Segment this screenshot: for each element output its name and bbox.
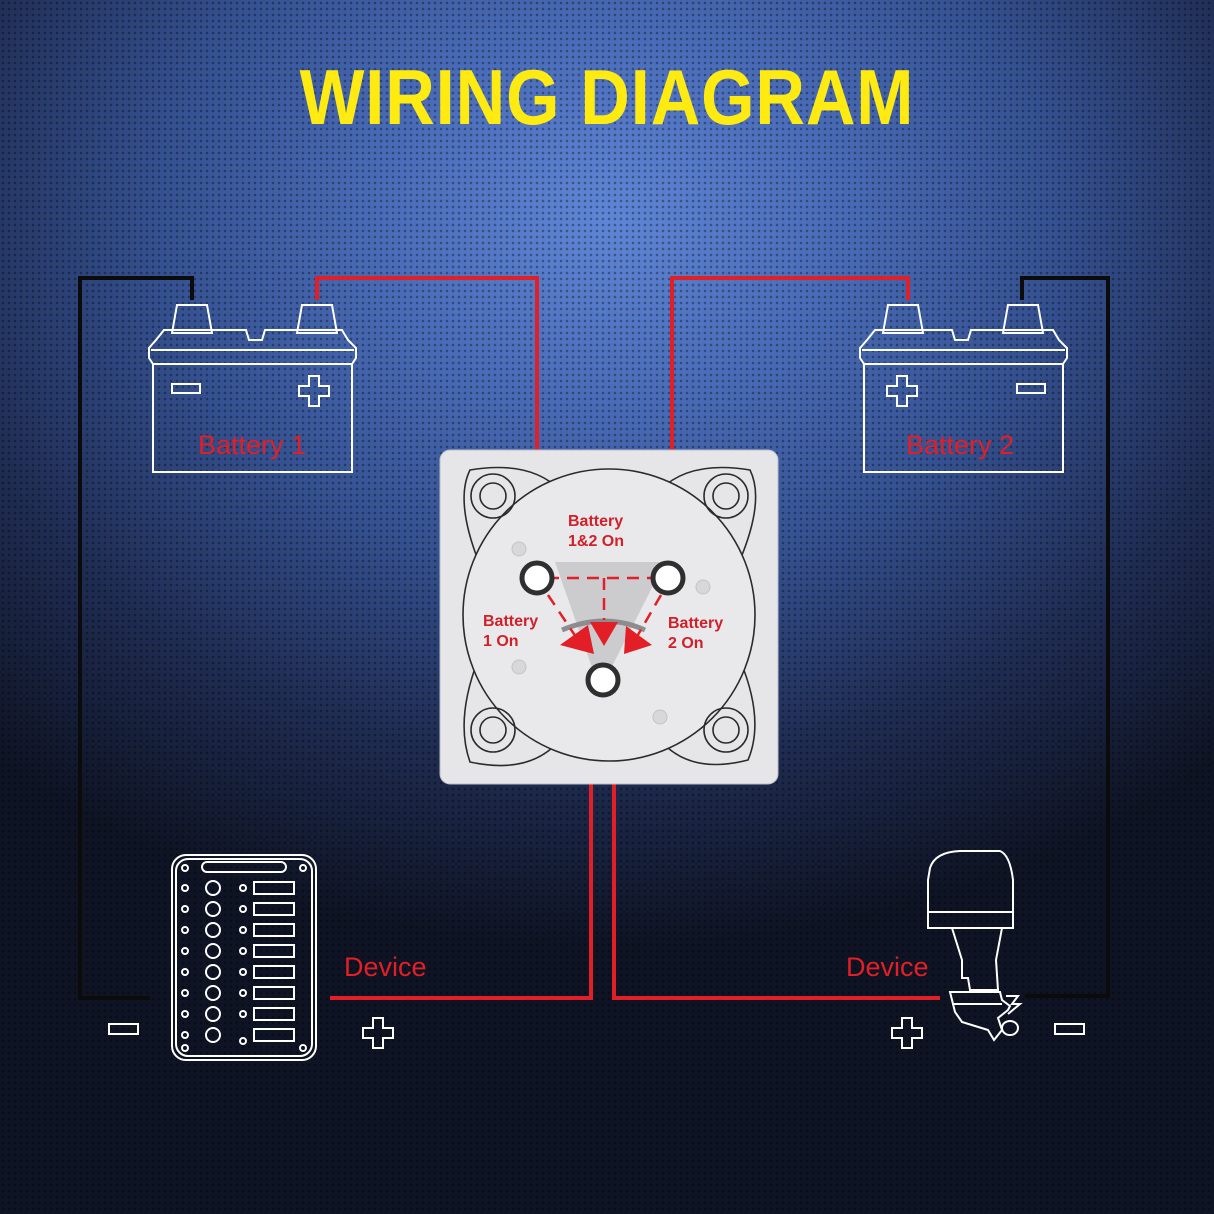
panel-fuse [205, 964, 221, 980]
outboard-motor-icon [927, 850, 1023, 1042]
panel-indicator [239, 1010, 247, 1018]
battery2-minus-icon [1016, 383, 1046, 394]
panel-switch [253, 1028, 295, 1042]
panel-fuse [205, 943, 221, 959]
device-left-plus-icon [362, 1017, 394, 1049]
switch-label-battery1: Battery 1 On [483, 612, 538, 652]
switch-panel-icon [171, 854, 317, 1061]
switch-label-battery2-line2: 2 On [668, 635, 704, 652]
battery1-negative-wire [78, 276, 194, 1000]
battery2-icon [859, 304, 1068, 473]
panel-led [181, 1031, 189, 1039]
panel-led [181, 905, 189, 913]
battery2-negative-wire [1020, 276, 1110, 998]
panel-indicator [239, 884, 247, 892]
panel-led [181, 947, 189, 955]
panel-fuse [205, 1027, 221, 1043]
negative-wires [78, 276, 1110, 1000]
terminal-common [585, 662, 621, 698]
switch-label-both-line2: 1&2 On [568, 533, 625, 550]
device-right-label: Device [846, 952, 929, 982]
device-left-minus-icon [108, 1023, 139, 1035]
panel-indicator [239, 947, 247, 955]
device-left-label: Device [344, 952, 427, 982]
switch-label-battery2-line1: Battery [668, 615, 724, 632]
panel-switch [253, 1007, 295, 1021]
panel-indicator [239, 905, 247, 913]
panel-switch [253, 944, 295, 958]
device-right-positive-wire [612, 690, 940, 1000]
battery1-minus-icon [171, 383, 201, 394]
terminal-battery1 [519, 560, 555, 596]
arrow-battery2-icon [624, 626, 652, 654]
battery2-plus-icon [886, 375, 918, 407]
panel-screw [299, 864, 307, 872]
panel-switch [253, 986, 295, 1000]
panel-fuse [205, 901, 221, 917]
panel-switch [253, 965, 295, 979]
switch-label-both: Battery 1&2 On [568, 512, 624, 552]
panel-fuse [205, 880, 221, 896]
battery1-icon [148, 304, 357, 473]
panel-switch [253, 881, 295, 895]
panel-indicator [239, 1037, 247, 1045]
switch-label-battery1-line1: Battery [483, 613, 539, 630]
panel-led [181, 926, 189, 934]
panel-fuse [205, 985, 221, 1001]
device-right-minus-icon [1054, 1023, 1085, 1035]
battery1-positive-wire [315, 276, 539, 565]
panel-screw [299, 1044, 307, 1052]
panel-indicator [239, 926, 247, 934]
panel-led [181, 884, 189, 892]
switch-label-battery1-line2: 1 On [483, 633, 519, 650]
panel-fuse [205, 922, 221, 938]
arrow-battery1-icon [560, 625, 594, 654]
panel-led [181, 1010, 189, 1018]
panel-led [181, 989, 189, 997]
battery1-label: Battery 1 [198, 430, 307, 460]
panel-fuse [205, 1006, 221, 1022]
device-right-plus-icon [891, 1017, 923, 1049]
battery-selector-switch [439, 449, 779, 785]
positive-wires [315, 276, 940, 1000]
device-left-positive-wire [330, 690, 593, 1000]
terminal-battery2 [650, 560, 686, 596]
battery2-positive-wire [670, 276, 910, 565]
panel-led [181, 968, 189, 976]
panel-indicator [239, 989, 247, 997]
battery2-label: Battery 2 [906, 430, 1015, 460]
diagram-title: WIRING DIAGRAM [299, 53, 915, 141]
switch-label-battery2: Battery 2 On [668, 614, 723, 654]
arrow-both-icon [590, 622, 618, 646]
panel-screw [181, 1044, 189, 1052]
panel-switch [253, 902, 295, 916]
battery1-plus-icon [298, 375, 330, 407]
panel-switch [253, 923, 295, 937]
switch-label-both-line1: Battery [568, 513, 624, 530]
panel-screw [181, 864, 189, 872]
panel-indicator [239, 968, 247, 976]
